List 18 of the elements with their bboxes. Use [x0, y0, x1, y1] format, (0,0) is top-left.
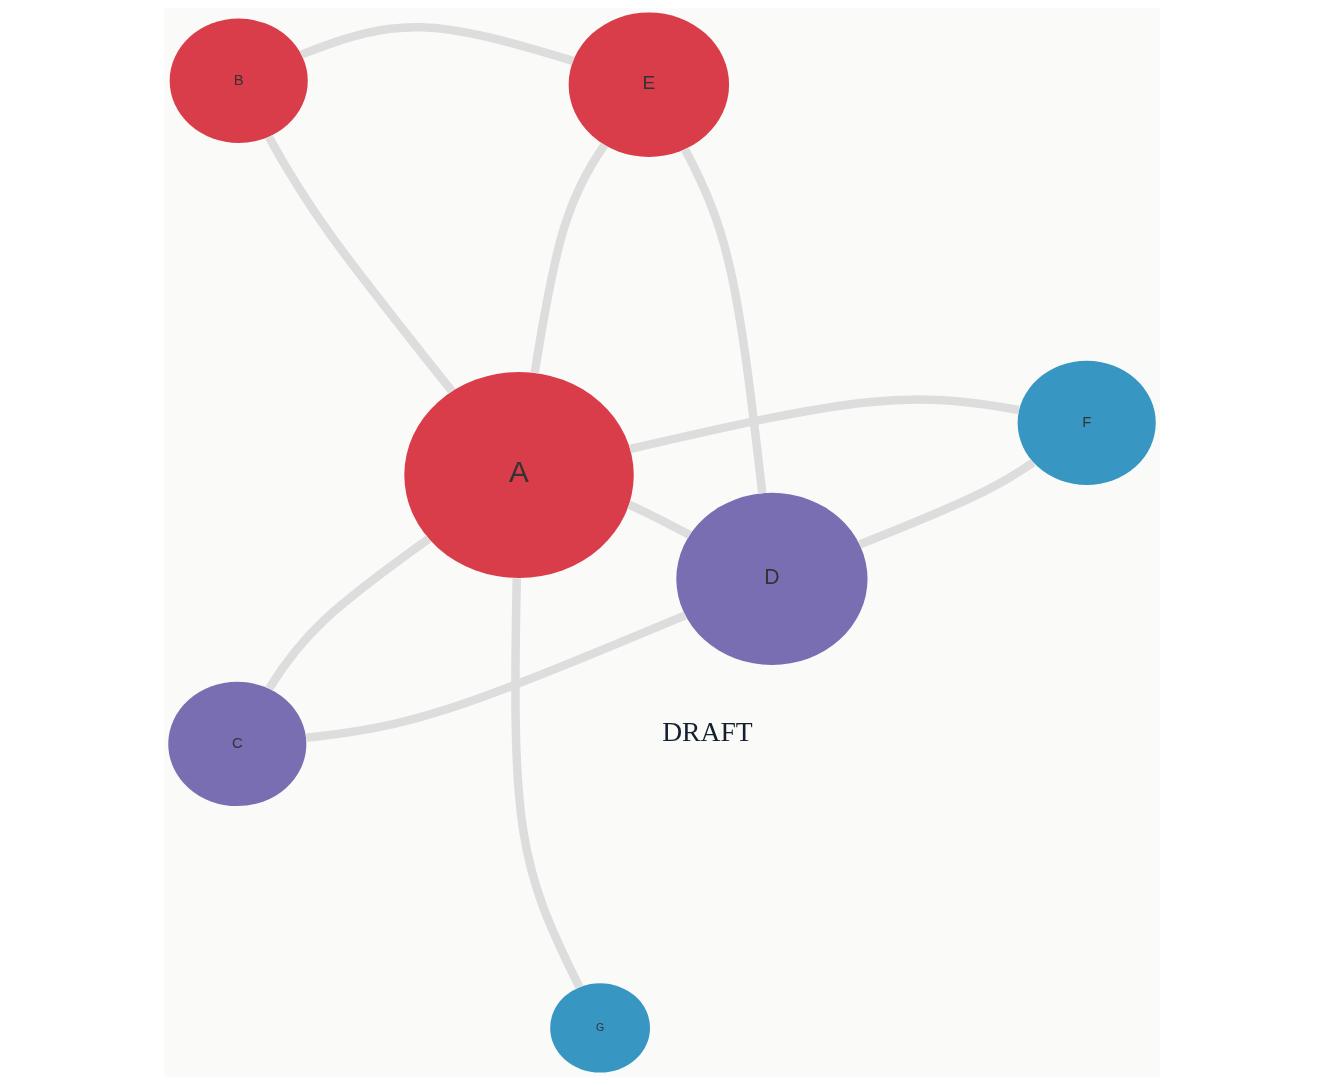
connector	[857, 459, 1035, 549]
node-circle: F	[1017, 360, 1156, 485]
node-ellipse: A	[403, 371, 634, 579]
connector	[530, 142, 608, 374]
node-circle: E	[568, 12, 729, 157]
node-circle: C	[167, 681, 306, 807]
connector	[628, 395, 1019, 454]
node-ellipse: G	[549, 983, 650, 1073]
connector	[305, 611, 687, 742]
node-circle: D	[675, 492, 868, 665]
connector	[299, 23, 574, 65]
connector	[626, 500, 692, 539]
connector	[264, 134, 455, 394]
label: DRAFT	[661, 715, 753, 747]
node-circle: B	[169, 18, 308, 143]
connector	[510, 578, 583, 989]
connector	[265, 535, 431, 691]
connector	[680, 147, 766, 494]
